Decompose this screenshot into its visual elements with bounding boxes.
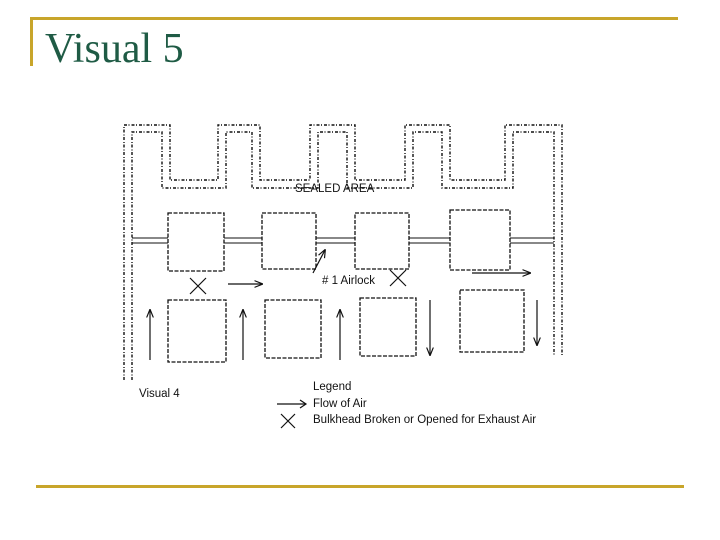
mine-ventilation-diagram xyxy=(110,110,580,385)
legend-item-bulkhead: Bulkhead Broken or Opened for Exhaust Ai… xyxy=(313,414,536,426)
bottom-horizontal-accent-line xyxy=(36,485,684,488)
arrow-icon xyxy=(276,399,308,409)
legend-heading: Legend xyxy=(313,381,351,393)
x-mark-icon xyxy=(280,413,296,429)
x-mark-icon xyxy=(190,278,206,294)
sealed-area-label: SEALED AREA xyxy=(295,183,374,195)
x-mark-icon xyxy=(390,270,406,286)
legend-item-flow-of-air: Flow of Air xyxy=(313,398,367,410)
top-vertical-accent-line xyxy=(30,18,33,66)
airlock-label: # 1 Airlock xyxy=(322,275,375,287)
diagram-caption: Visual 4 xyxy=(139,388,180,400)
top-horizontal-accent-line xyxy=(30,17,678,20)
slide-title: Visual 5 xyxy=(45,28,184,70)
